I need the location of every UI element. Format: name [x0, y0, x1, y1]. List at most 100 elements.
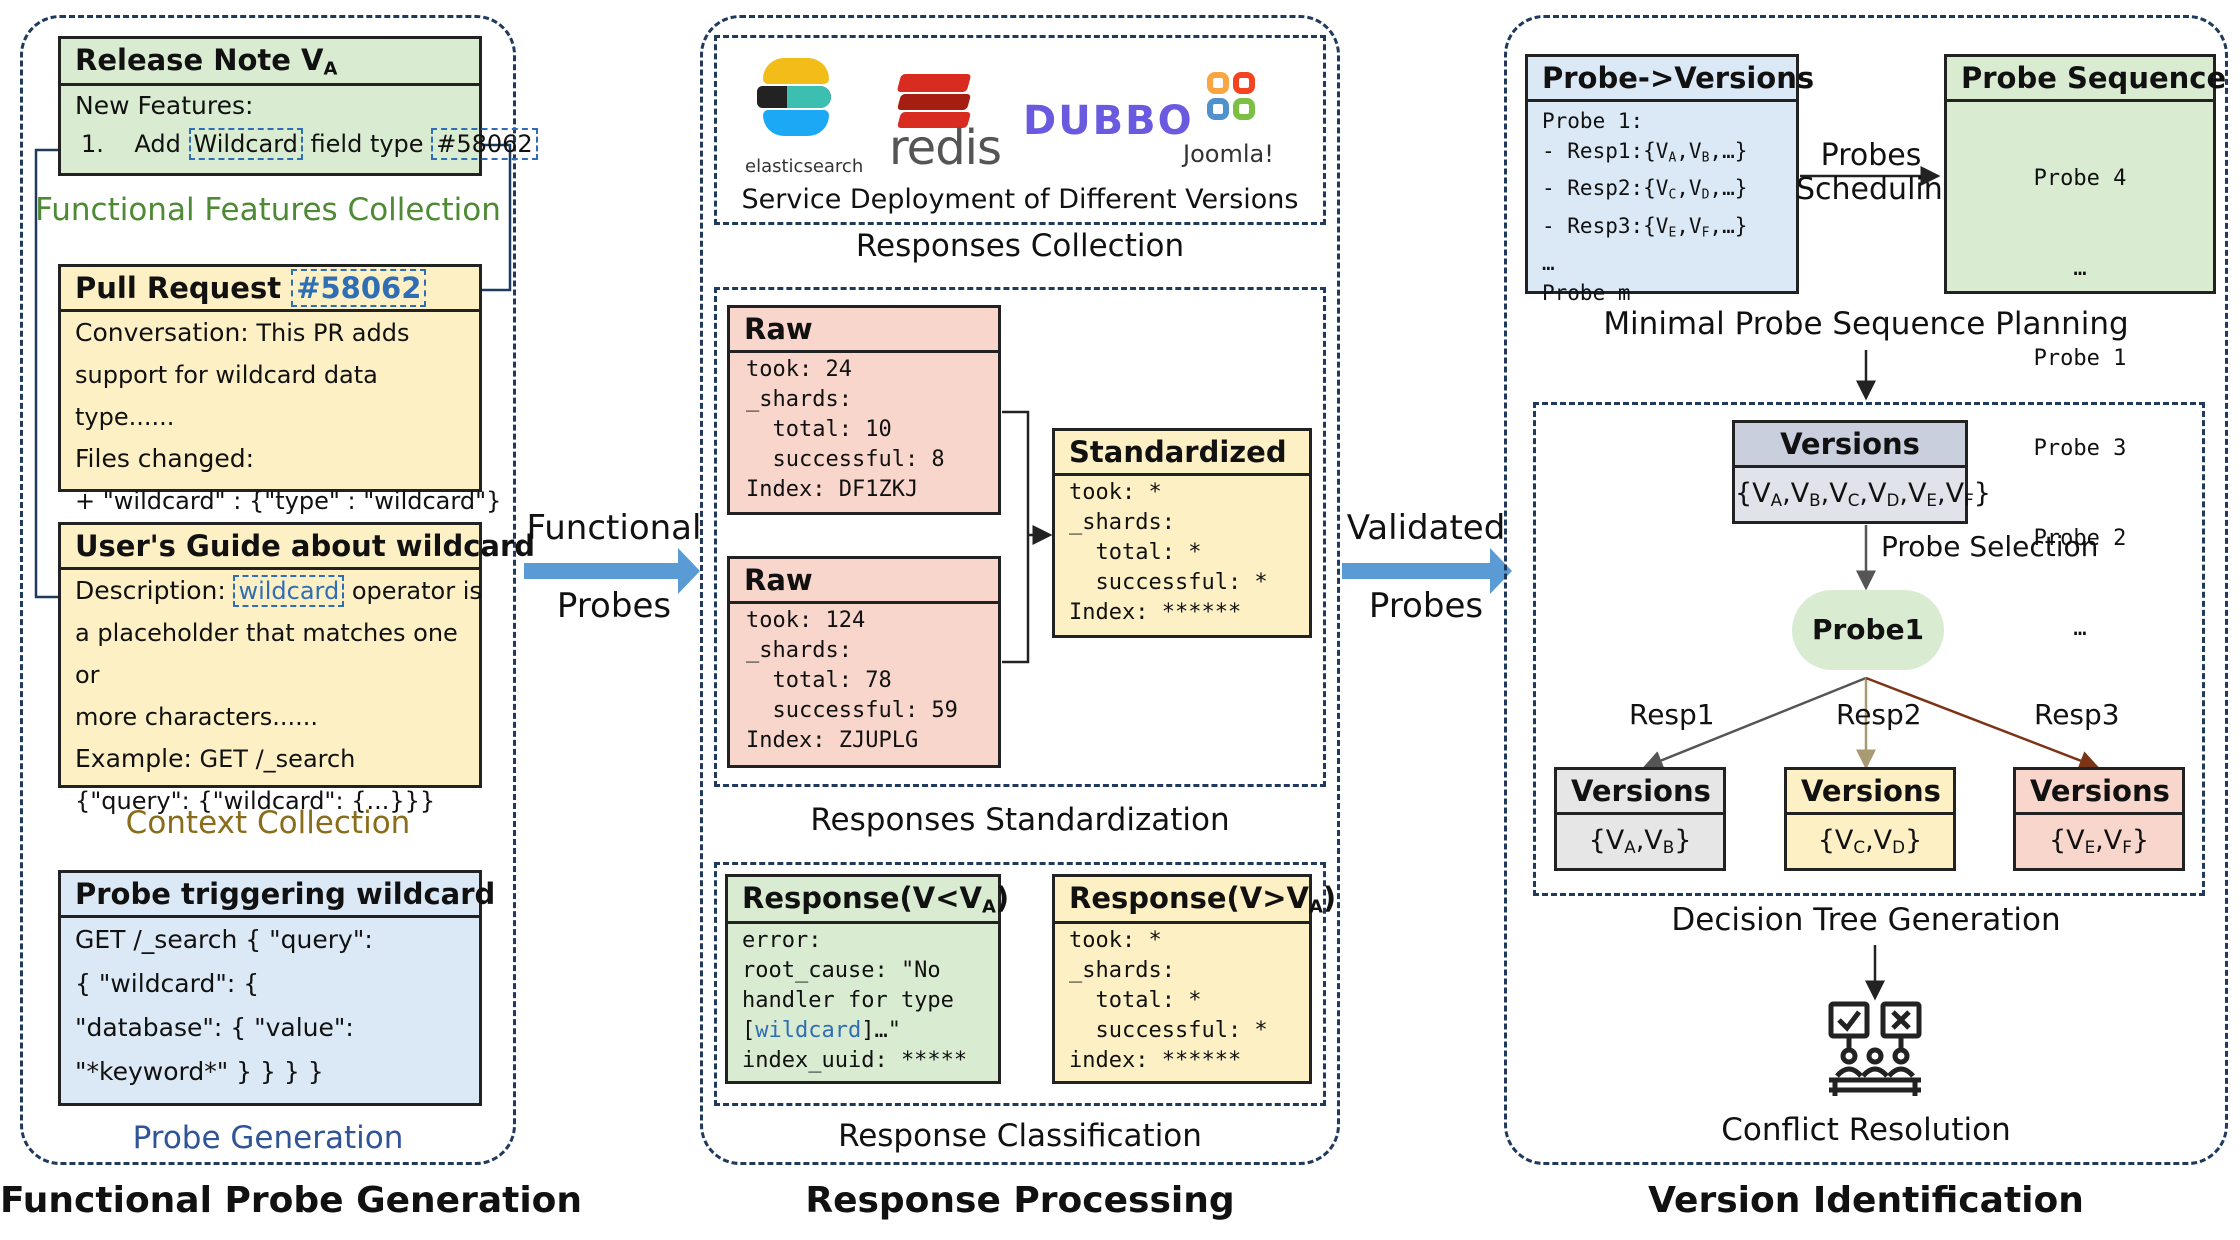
user-guide-box: User's Guide about wildcard Description:… [58, 522, 535, 815]
dubbo-logo: DUBBO [1023, 98, 1194, 144]
versions-root-set: {VA,VB,VC,VD,VE,VF} [1735, 478, 1991, 511]
leaf-ab-title: Versions [1557, 770, 1723, 815]
raw-2-title: Raw [730, 559, 998, 604]
standardization-box [714, 287, 1326, 787]
wildcard-link[interactable]: wildcard [233, 575, 345, 607]
release-note-features-label: New Features: [75, 91, 254, 121]
versions-leaf-ef: Versions {VE,VF} [2013, 767, 2185, 871]
guide-description-cont: a placeholder that matches one or [75, 619, 458, 689]
resp3-label: Resp3 [2034, 698, 2120, 731]
validated-probes-label-1: Validated [1346, 508, 1506, 548]
version-identification-panel [1504, 15, 2228, 1165]
probe-triggering-title: Probe triggering wildcard [61, 873, 495, 918]
probe-generation-caption: Probe Generation [132, 1120, 404, 1156]
probe-versions-body: Probe 1:- Resp1:{VA,VB,…}- Resp2:{VC,VD,… [1542, 109, 1748, 305]
pull-request-box: Pull Request #58062 Conversation: This P… [58, 264, 501, 515]
redis-label: redis [889, 120, 1002, 176]
standardized-body: took: * _shards: total: * successful: * … [1069, 480, 1268, 625]
raw-1-body: took: 24 _shards: total: 10 successful: … [746, 357, 945, 502]
probe-sequence-box: Probe Sequence Probe 4 … Probe 1 Probe 3… [1944, 54, 2226, 641]
right-section-title: Version Identification [1648, 1180, 2084, 1221]
probe-triggering-box: Probe triggering wildcard GET /_search {… [58, 870, 495, 1106]
elasticsearch-logo [757, 58, 837, 138]
versions-root-box: Versions {VA,VB,VC,VD,VE,VF} [1732, 420, 1991, 524]
responses-standardization-caption: Responses Standardization [810, 802, 1230, 838]
response-newer-version: Response(V>VA) took: * _shards: total: *… [1052, 874, 1336, 1084]
left-section-title: Functional Probe Generation [0, 1180, 583, 1221]
classification-box [714, 862, 1326, 1106]
response-lt-title: Response(V<VA) [728, 877, 1009, 925]
sequence-item: … [2073, 256, 2087, 281]
response-lt-body: error: root_cause: "No handler for type … [742, 928, 968, 1074]
functional-features-caption: Functional Features Collection [35, 192, 501, 228]
probe-sequence-title: Probe Sequence [1947, 57, 2226, 102]
response-gt-title: Response(V>VA) [1055, 877, 1336, 925]
service-deployment-caption: Service Deployment of Different Versions [741, 184, 1299, 215]
pull-request-title: Pull Request #58062 [61, 267, 479, 312]
leaf-ab-set: {VA,VB} [1588, 825, 1692, 858]
standardized-title: Standardized [1055, 431, 1309, 476]
validated-probes-label-2: Probes [1368, 586, 1484, 626]
probes-scheduling-label-1: Probes [1820, 138, 1922, 173]
probe1-node[interactable]: Probe1 [1792, 590, 1944, 670]
versions-root-title: Versions [1735, 423, 1965, 468]
middle-section-title: Response Processing [805, 1180, 1235, 1221]
right-arrows [1800, 166, 1941, 1001]
probe-versions-title: Probe->Versions [1528, 57, 1814, 102]
probe-selection-label: Probe Selection [1881, 530, 2099, 563]
pr-number-highlight: #58062 [431, 128, 538, 161]
probe-line-4: "*keyword*" } } } } [75, 1057, 324, 1086]
probe-line-1: GET /_search { "query": [75, 925, 373, 954]
pr-conversation: Conversation: This PR adds [75, 318, 410, 347]
conflict-resolution-caption: Conflict Resolution [1721, 1112, 2011, 1148]
guide-example: Example: GET /_search [75, 744, 356, 773]
sequence-item: Probe 3 [2033, 436, 2127, 461]
leaf-ef-title: Versions [2016, 770, 2182, 815]
wildcard-highlight: Wildcard [188, 128, 303, 161]
pr-files-label: Files changed: [75, 444, 255, 473]
resp1-edge [1642, 676, 1867, 770]
guide-description: Description: wildcard operator is [75, 575, 482, 607]
pr-conversation-cont: support for wildcard data type...... [75, 361, 378, 431]
leaf-ef-set: {VE,VF} [2048, 825, 2150, 858]
functional-probes-label-2: Probes [556, 586, 672, 626]
functional-probes-label-1: Functional [526, 508, 702, 548]
elasticsearch-label: elasticsearch [745, 156, 864, 177]
raw-response-1: Raw took: 24 _shards: total: 10 successf… [727, 305, 1001, 515]
responses-collection-caption: Responses Collection [855, 228, 1185, 264]
resp1-label: Resp1 [1629, 698, 1715, 731]
probe-sequence-list: Probe 4 … Probe 1 Probe 3 Probe 2 … [1947, 102, 2213, 704]
raw-1-title: Raw [730, 308, 998, 353]
release-note-box: Release Note VA New Features: 1. Add Wil… [58, 36, 538, 176]
raw-2-body: took: 124 _shards: total: 78 successful:… [746, 608, 958, 753]
pr-files-text: + "wildcard" : {"type" : "wildcard"} [75, 487, 502, 515]
probe-versions-box: Probe->Versions Probe 1:- Resp1:{VA,VB,…… [1525, 54, 1814, 305]
guide-example-cont: {"query": {"wildcard": {...}}} [75, 787, 436, 815]
response-gt-body: took: * _shards: total: * successful: * … [1069, 928, 1268, 1074]
standardized-response: Standardized took: * _shards: total: * s… [1052, 428, 1312, 638]
sequence-item: Probe 2 [2033, 526, 2127, 551]
minimal-probe-caption: Minimal Probe Sequence Planning [1603, 306, 2129, 342]
raw-response-2: Raw took: 124 _shards: total: 78 success… [727, 556, 1001, 768]
leaf-cd-set: {VC,VD} [1817, 825, 1923, 858]
response-classification-caption: Response Classification [838, 1118, 1202, 1154]
response-processing-panel [700, 15, 1340, 1165]
decision-tree-box [1533, 402, 2205, 896]
resp2-label: Resp2 [1836, 698, 1922, 731]
pr-link[interactable]: #58062 [291, 269, 427, 307]
probes-scheduling-label-2: Scheduling [1796, 172, 1962, 207]
probe-line-3: "database": { "value": [75, 1013, 354, 1042]
sequence-item: Probe 4 [2033, 166, 2127, 191]
decision-tree-caption: Decision Tree Generation [1671, 902, 2061, 938]
guide-description-cont2: more characters...... [75, 703, 318, 731]
sequence-item: … [2073, 616, 2087, 641]
joomla-label: Joomla! [1183, 140, 1274, 168]
response-older-version: Response(V<VA) error: root_cause: "No ha… [725, 874, 1009, 1084]
context-collection-caption: Context Collection [125, 805, 411, 841]
versions-leaf-ab: Versions {VA,VB} [1554, 767, 1726, 871]
joomla-icon [1203, 68, 1259, 124]
resp3-edge [1865, 676, 2100, 771]
release-note-item: 1. Add Wildcard field type #58062 [61, 126, 538, 162]
release-note-title: Release Note VA [61, 39, 479, 87]
leaf-cd-title: Versions [1787, 770, 1953, 815]
